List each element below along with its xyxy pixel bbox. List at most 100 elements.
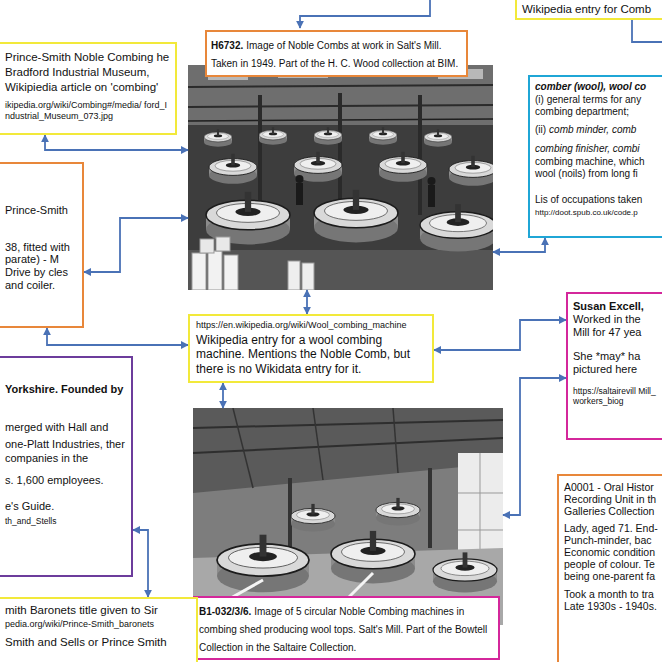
note-text: (i) general terms for any combing depart… (535, 94, 659, 118)
photo-combing-shed (376, 498, 420, 526)
note-text: mith Baronets title given to Sir (5, 604, 192, 618)
photo-combing-shed (193, 438, 503, 453)
note-text: one-Platt Industries, ther companies in … (5, 437, 127, 466)
heading-text: comber (wool), wool co (535, 81, 659, 93)
caption-box: B1-032/3/6.Image of 5 circular Noble Com… (193, 596, 500, 660)
url-text: pedia.org/wiki/Prince-Smith_baronets (5, 619, 192, 630)
photo-noble-combs (424, 129, 452, 147)
photo-combing-shed (428, 468, 432, 548)
caption-box: H6732.Image of Noble Combs at work in Sa… (205, 30, 468, 77)
url-text: https://en.wikipedia.org/wiki/Wool_combi… (196, 320, 428, 331)
photo-combing-shed (193, 420, 503, 428)
photo-noble-combs (208, 251, 222, 290)
leader-line (632, 18, 662, 42)
photo-noble-combs (338, 93, 342, 208)
photo-noble-combs (428, 185, 435, 207)
url-text: ikipedia.org/wiki/Combing#/media/ ford_I… (5, 100, 171, 123)
photo-noble-combs (420, 204, 493, 252)
note-text: She *may* ha pictured here (573, 350, 656, 376)
caption-text: Image of Noble Combs at work in Salt's M… (211, 40, 458, 69)
photo-noble-combs (369, 127, 397, 145)
connector-arrow (133, 530, 148, 597)
connector-arrow (306, 290, 308, 314)
photo-noble-combs (428, 177, 436, 185)
company-box: Yorkshire. Founded by merged with Hall an… (0, 356, 133, 577)
person-box: Susan Excell,Worked in the Mill for 47 y… (566, 292, 662, 440)
photo-combing-shed (458, 530, 503, 531)
photo-combing-shed (313, 408, 323, 480)
note-box: Prince-Smith Noble Combing he Bradford I… (0, 42, 177, 135)
photo-noble-combs (188, 250, 493, 290)
photo-noble-combs (449, 156, 493, 186)
connector-arrow (493, 238, 545, 252)
note-text: Took a month to tra Late 1930s - 1940s. (564, 588, 658, 612)
note-box: mith Baronets title given to Sirpedia.or… (0, 597, 198, 662)
connector-arrow (84, 218, 188, 272)
note-text: Worked in the Mill for 47 yea (573, 313, 656, 339)
note-text: merged with Hall and (5, 420, 127, 434)
photo-combing-shed (458, 493, 503, 494)
photo-combing-shed (393, 408, 398, 473)
note-text: combing machine, which wool (noils) from… (535, 156, 659, 180)
photo-combing-shed (233, 408, 253, 488)
connector-arrow (47, 328, 188, 345)
oral-history-box: A0001 - Oral Histor Recording Unit in th… (557, 474, 662, 662)
photo-noble-combs (192, 253, 206, 290)
note-box: Wikipedia entry for Comb (515, 0, 662, 20)
url-text: th_and_Stells (5, 516, 127, 527)
note-text: s. 1,600 employees. (5, 473, 127, 487)
photo-noble-combs (216, 237, 230, 251)
note-box: Prince-Smith 38, fitted with parate) - M … (0, 162, 84, 328)
url-text: http://doot.spub.co.uk/code.p (535, 208, 659, 218)
definition-box: comber (wool), wool co(i) general terms … (528, 75, 662, 238)
photo-noble-combs (188, 65, 493, 290)
photo-noble-combs (296, 183, 303, 205)
photo-noble-combs (259, 127, 287, 145)
photo-combing-shed (288, 478, 292, 548)
photo-noble-combs (209, 154, 257, 184)
photo-noble-combs (188, 85, 493, 87)
note-text: Smith and Sells or Prince Smith (5, 636, 192, 650)
connector-arrow (222, 383, 224, 408)
photo-noble-combs (204, 129, 232, 147)
note-text: Susan Excell, (573, 300, 656, 313)
note-text: comb minder, comb combing finisher, comb… (535, 124, 640, 154)
photo-noble-combs (200, 239, 214, 253)
photo-combing-shed (217, 535, 309, 593)
photo-noble-combs (302, 263, 314, 290)
connector-arrow (434, 320, 566, 350)
photo-node: B1-032/3/6.Image of 5 circular Noble Com… (193, 408, 503, 662)
note-text: e's Guide. (5, 499, 127, 513)
photo-noble-combs (314, 190, 398, 243)
note-text: Lady, aged 71. End- Punch-minder, bac Ec… (564, 522, 658, 582)
photo-combing-shed (331, 531, 415, 584)
photo-combing-shed (193, 408, 503, 625)
photo-combing-shed (193, 408, 503, 493)
note-text: Wikipedia entry for Comb (522, 3, 662, 16)
photo-combing-shed (193, 408, 503, 625)
photo-noble-combs (296, 175, 304, 183)
photo-noble-combs (314, 127, 342, 145)
note-box: https://en.wikipedia.org/wiki/Wool_combi… (188, 314, 434, 383)
caption-id: B1-032/3/6. (199, 606, 251, 617)
heading-text: Yorkshire. Founded by (5, 382, 127, 396)
note-text: Prince-Smith Noble Combing he Bradford I… (5, 50, 171, 95)
photo-noble-combs (288, 261, 300, 290)
photo-noble-combs (188, 65, 493, 290)
photo-noble-combs (418, 95, 422, 215)
photo-noble-combs (258, 95, 262, 215)
note-text: Lis of occupations taken (535, 194, 659, 206)
note-text: 38, fitted with parate) - M Drive by cle… (5, 241, 78, 292)
note-text: Prince-Smith (5, 204, 78, 217)
note-text: Wikipedia entry for a wool combing machi… (196, 333, 428, 376)
photo-combing-shed (291, 504, 335, 532)
photo-noble-combs (379, 152, 427, 182)
caption-id: H6732. (211, 40, 243, 51)
photo-noble-combs (224, 255, 238, 290)
url-text: https://saltairevill Mill_workers_biog (573, 386, 656, 406)
note-text: (ii) (535, 124, 546, 135)
photo-node: H6732.Image of Noble Combs at work in Sa… (188, 30, 493, 290)
connector-arrow (45, 135, 188, 150)
leader-line (300, 0, 430, 28)
